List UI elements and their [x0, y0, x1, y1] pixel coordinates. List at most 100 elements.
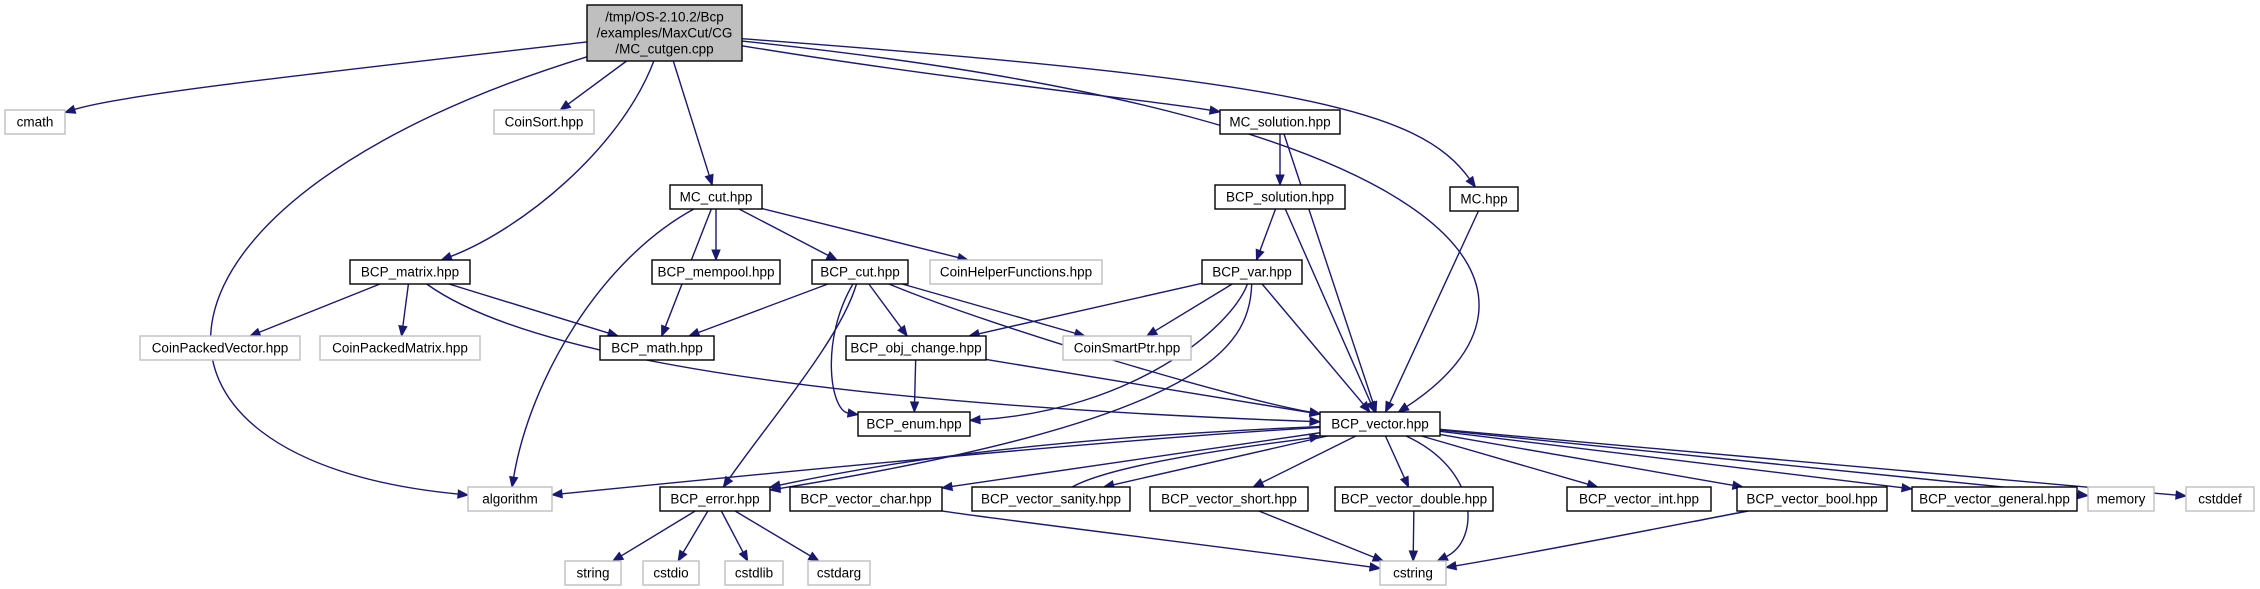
node-bcp-var[interactable]: BCP_var.hpp [1201, 259, 1303, 285]
node-mc-cut[interactable]: MC_cut.hpp [669, 184, 763, 210]
node-box [1566, 486, 1712, 512]
node-label: BCP_cut.hpp [820, 265, 900, 280]
node-bcp-vector-general[interactable]: BCP_vector_general.hpp [1911, 486, 2078, 512]
edge-line [672, 60, 710, 176]
edge-arrowhead [897, 324, 908, 338]
node-label: CoinHelperFunctions.hpp [940, 265, 1092, 280]
node-bcp-cut[interactable]: BCP_cut.hpp [811, 259, 909, 285]
node-box [1201, 259, 1303, 285]
node-box [564, 560, 622, 586]
edge-arrowhead [1251, 478, 1265, 488]
edge-line [1261, 283, 1364, 405]
node-label: BCP_vector_int.hpp [1579, 492, 1699, 507]
node-bcp-enum[interactable]: BCP_enum.hpp [857, 411, 971, 437]
node-label: MC_cut.hpp [680, 190, 753, 205]
edge-root-to-coinsort [559, 60, 628, 111]
edge-mc_hpp-to-bcp_vector [1384, 210, 1480, 414]
edge-line [741, 40, 1480, 408]
node-label: BCP_vector_general.hpp [1919, 492, 2070, 507]
node-bcp-vector-char[interactable]: BCP_vector_char.hpp [789, 486, 943, 512]
node-bcp-error[interactable]: BCP_error.hpp [659, 486, 771, 512]
edge-arrowhead [398, 324, 408, 338]
edge-arrowhead [768, 480, 782, 490]
edge-line [698, 283, 829, 334]
edge-root-to-mc_cut [672, 60, 714, 187]
edge-line [951, 432, 1321, 488]
edge-bcp_vector-to-memory [1439, 429, 2090, 500]
node-box [971, 486, 1131, 512]
node-label: MC.hpp [1460, 192, 1507, 207]
node-coinpackedmatrix: CoinPackedMatrix.hpp [319, 335, 481, 361]
edge-line [779, 425, 1321, 486]
edge-line [1259, 208, 1277, 251]
edge-arrowhead [711, 249, 721, 262]
node-label: /examples/MaxCut/CG [597, 26, 733, 41]
edge-arrowhead [1366, 400, 1376, 414]
edge-line [620, 510, 696, 557]
edge-arrowhead [1399, 475, 1410, 489]
edge-bcp_error-to-cstdarg [734, 510, 821, 562]
node-bcp-vector-double[interactable]: BCP_vector_double.hpp [1334, 486, 1494, 512]
edge-line [1283, 133, 1374, 403]
node-bcp-vector-short[interactable]: BCP_vector_short.hpp [1149, 486, 1309, 512]
node-box [857, 411, 971, 437]
edge-arrowhead [248, 327, 262, 337]
node-label: BCP_vector_short.hpp [1161, 492, 1297, 507]
edge-line [1071, 437, 1311, 488]
edge-arrowhead [611, 551, 625, 562]
edge-line [1284, 208, 1372, 404]
edge-line [979, 283, 1249, 421]
edge-arrowhead [940, 481, 954, 492]
edges-layer [63, 38, 2188, 572]
edge-arrowhead [457, 489, 470, 499]
node-label: BCP_enum.hpp [866, 417, 961, 432]
edge-arrowhead [1371, 552, 1385, 562]
edge-arrowhead [1436, 552, 1449, 562]
node-mc-solution[interactable]: MC_solution.hpp [1219, 109, 1341, 135]
edge-bcp_cut-to-bcp_enum [830, 283, 860, 418]
edge-root-to-bcp_vector [741, 40, 1480, 413]
edge-mc_cut-to-bcp_cut [738, 208, 839, 261]
edge-line [210, 56, 588, 495]
edge-bcp_error-to-string [611, 510, 696, 562]
edge-line [1439, 429, 2079, 496]
node-bcp-mempool[interactable]: BCP_mempool.hpp [651, 259, 781, 285]
edge-mc_cut-to-algorithm [509, 208, 695, 489]
edge-root-to-cmath [63, 41, 588, 114]
edge-line [682, 510, 709, 553]
edge-bcp_vector-to-cstddef [1439, 428, 2188, 500]
edge-arrowhead [1145, 326, 1159, 337]
node-memory: memory [2087, 486, 2155, 512]
node-cstdlib: cstdlib [724, 560, 784, 586]
edge-arrowhead [1308, 433, 1322, 443]
node-box [493, 109, 595, 135]
edge-arrowhead [1901, 482, 1914, 493]
edge-arrowhead [550, 489, 563, 499]
node-box [651, 259, 781, 285]
node-mc-hpp[interactable]: MC.hpp [1449, 186, 1519, 212]
node-bcp-vector-sanity[interactable]: BCP_vector_sanity.hpp [971, 486, 1131, 512]
edge-line [450, 60, 655, 258]
edge-arrowhead [1444, 561, 1458, 571]
edge-line [74, 41, 588, 111]
edge-line [426, 283, 1311, 423]
edge-line [1439, 430, 1903, 489]
node-box [2185, 486, 2255, 512]
edge-bcp_vector_sanity-to-bcp_vector [1071, 433, 1322, 488]
node-bcp-vector-int[interactable]: BCP_vector_int.hpp [1566, 486, 1712, 512]
edge-arrowhead [909, 401, 920, 414]
node-bcp-matrix[interactable]: BCP_matrix.hpp [349, 259, 471, 285]
edge-arrowhead [1408, 550, 1419, 563]
node-bcp-solution[interactable]: BCP_solution.hpp [1214, 184, 1346, 210]
edge-arrowhead [825, 250, 839, 261]
node-bcp-vector[interactable]: BCP_vector.hpp [1319, 411, 1441, 437]
node-bcp-obj-change[interactable]: BCP_obj_change.hpp [845, 335, 987, 361]
node-bcp-math[interactable]: BCP_math.hpp [599, 335, 715, 361]
node-box [599, 335, 715, 361]
edge-bcp_cut-to-coinsmartptr [901, 283, 1087, 338]
node-root[interactable]: /tmp/OS-2.10.2/Bcp/examples/MaxCut/CG/MC… [586, 4, 743, 62]
edge-line [901, 283, 1076, 334]
node-bcp-vector-bool[interactable]: BCP_vector_bool.hpp [1736, 486, 1888, 512]
node-label: cstdlib [735, 566, 773, 581]
